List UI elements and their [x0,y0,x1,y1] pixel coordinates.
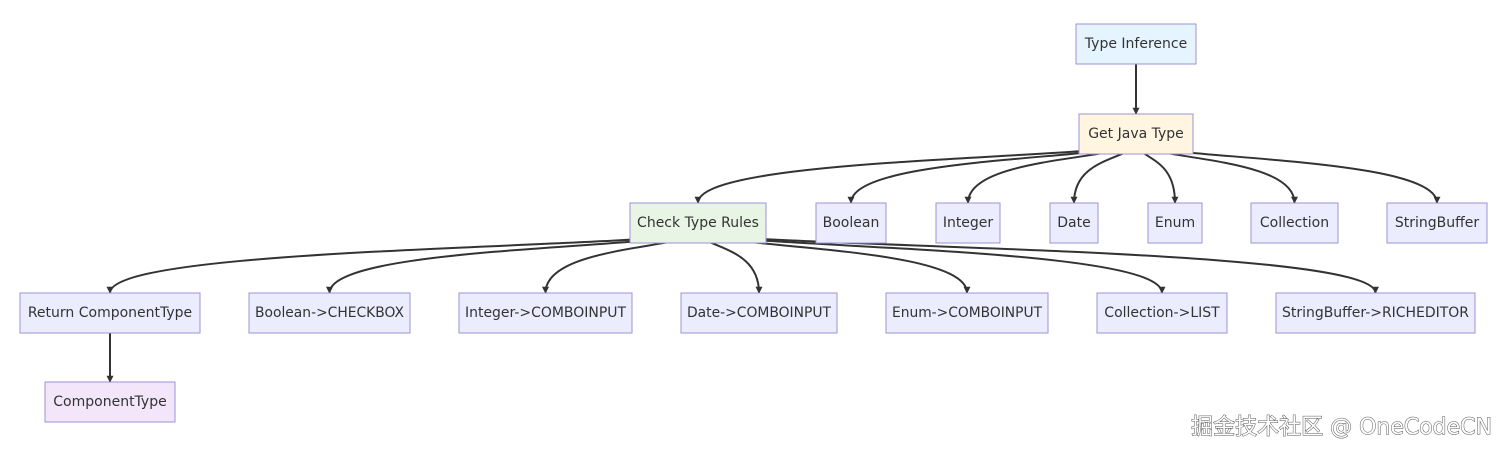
edge-get-java-type-to-enum [1135,145,1179,204]
node-label-stringbuffer: StringBuffer [1395,215,1480,231]
node-box-date-comboinput [680,292,838,334]
edge-get-java-type-to-date [1070,145,1137,204]
node-label-integer-comboinput: Integer->COMBOINPUT [465,305,626,321]
node-label-componenttype: ComponentType [53,394,166,410]
edge-check-type-rules-to-return-componenttype [106,234,699,294]
node-label-stringbuffer-richeditor: StringBuffer->RICHEDITOR [1282,305,1469,321]
edge-check-type-rules-to-stringbuffer-richeditor [697,234,1379,294]
node-integer: Integer [935,202,1001,244]
node-label-boolean-checkbox: Boolean->CHECKBOX [255,305,404,321]
edge-check-type-rules-to-date-comboinput [697,234,763,294]
node-date: Date [1049,202,1099,244]
node-label-type-inference: Type Inference [1084,36,1187,52]
node-box-integer-comboinput [458,292,633,334]
node-enum-comboinput: Enum->COMBOINPUT [885,292,1049,334]
node-box-boolean [815,202,887,244]
node-label-get-java-type: Get Java Type [1088,126,1184,142]
node-label-check-type-rules: Check Type Rules [637,215,759,231]
edge-get-java-type-to-integer [964,145,1137,204]
node-label-date-comboinput: Date->COMBOINPUT [687,305,831,321]
node-integer-comboinput: Integer->COMBOINPUT [458,292,633,334]
node-stringbuffer: StringBuffer [1386,202,1488,244]
node-box-type-inference [1075,23,1197,65]
node-label-collection: Collection [1260,215,1329,231]
node-collection: Collection [1250,202,1339,244]
node-label-collection-list: Collection->LIST [1104,305,1220,321]
node-box-collection [1250,202,1339,244]
node-collection-list: Collection->LIST [1096,292,1228,334]
node-box-enum-comboinput [885,292,1049,334]
node-box-boolean-checkbox [248,292,411,334]
edges-layer [106,64,1441,383]
node-return-componenttype: Return ComponentType [19,292,201,334]
edge-check-type-rules-to-boolean-checkbox [326,234,699,294]
node-box-integer [935,202,1001,244]
node-box-check-type-rules [629,202,767,244]
node-type-inference: Type Inference [1075,23,1197,65]
node-stringbuffer-richeditor: StringBuffer->RICHEDITOR [1275,292,1476,334]
node-boolean: Boolean [815,202,887,244]
node-label-enum: Enum [1155,215,1195,231]
node-box-stringbuffer-richeditor [1275,292,1476,334]
node-enum: Enum [1147,202,1203,244]
node-box-collection-list [1096,292,1228,334]
node-box-return-componenttype [19,292,201,334]
node-get-java-type: Get Java Type [1078,113,1194,155]
node-box-stringbuffer [1386,202,1488,244]
node-componenttype: ComponentType [44,381,176,423]
node-label-integer: Integer [943,215,994,231]
node-label-return-componenttype: Return ComponentType [28,305,192,321]
watermark-text: 掘金技术社区 @ OneCodeCN [1191,415,1492,440]
node-label-boolean: Boolean [823,215,880,231]
node-boolean-checkbox: Boolean->CHECKBOX [248,292,411,334]
node-label-date: Date [1057,215,1090,231]
node-check-type-rules: Check Type Rules [629,202,767,244]
node-box-date [1049,202,1099,244]
node-box-get-java-type [1078,113,1194,155]
node-label-enum-comboinput: Enum->COMBOINPUT [892,305,1042,321]
node-date-comboinput: Date->COMBOINPUT [680,292,838,334]
node-box-componenttype [44,381,176,423]
node-box-enum [1147,202,1203,244]
